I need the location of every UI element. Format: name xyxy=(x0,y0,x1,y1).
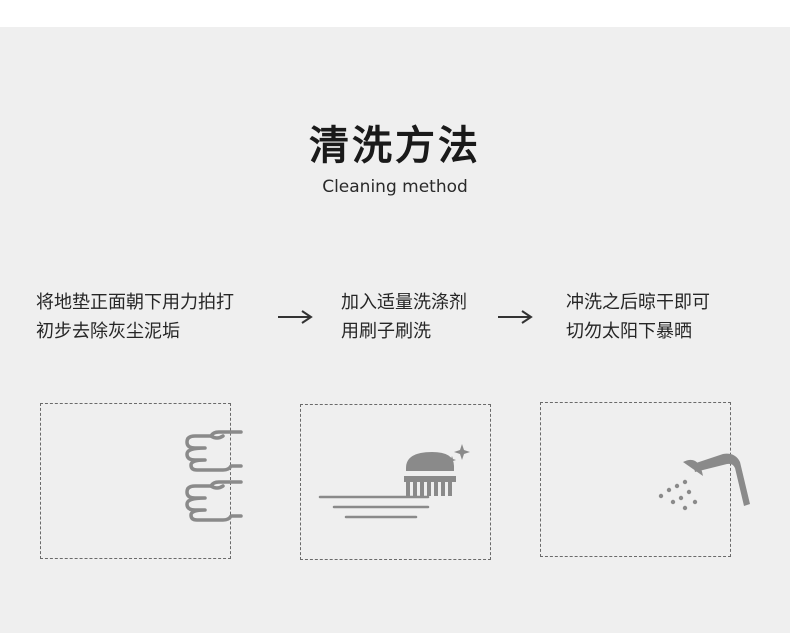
hands-patting-icon xyxy=(185,430,243,522)
step-1-line-2: 初步去除灰尘泥垢 xyxy=(36,321,180,342)
step-2-line-2: 用刷子刷洗 xyxy=(341,321,431,342)
arrow-right-icon xyxy=(498,310,533,324)
step-3-line-2: 切勿太阳下暴晒 xyxy=(566,321,692,342)
page-subtitle: Cleaning method xyxy=(322,177,468,197)
step-3-illustration-box xyxy=(540,402,731,557)
step-2-line-1: 加入适量洗涤剂 xyxy=(341,292,467,313)
step-2-text: 加入适量洗涤剂 用刷子刷洗 xyxy=(341,288,467,346)
step-3-text: 冲洗之后晾干即可 切勿太阳下暴晒 xyxy=(566,288,710,346)
shower-head-icon xyxy=(658,453,750,511)
content-panel xyxy=(0,27,790,633)
step-1-text: 将地垫正面朝下用力拍打 初步去除灰尘泥垢 xyxy=(36,288,234,346)
step-2-illustration-box xyxy=(300,404,491,560)
step-1-line-1: 将地垫正面朝下用力拍打 xyxy=(36,292,234,313)
step-3-line-1: 冲洗之后晾干即可 xyxy=(566,292,710,313)
scrub-brush-icon xyxy=(318,444,470,519)
page-title: 清洗方法 xyxy=(309,123,481,169)
arrow-right-icon xyxy=(278,310,313,324)
